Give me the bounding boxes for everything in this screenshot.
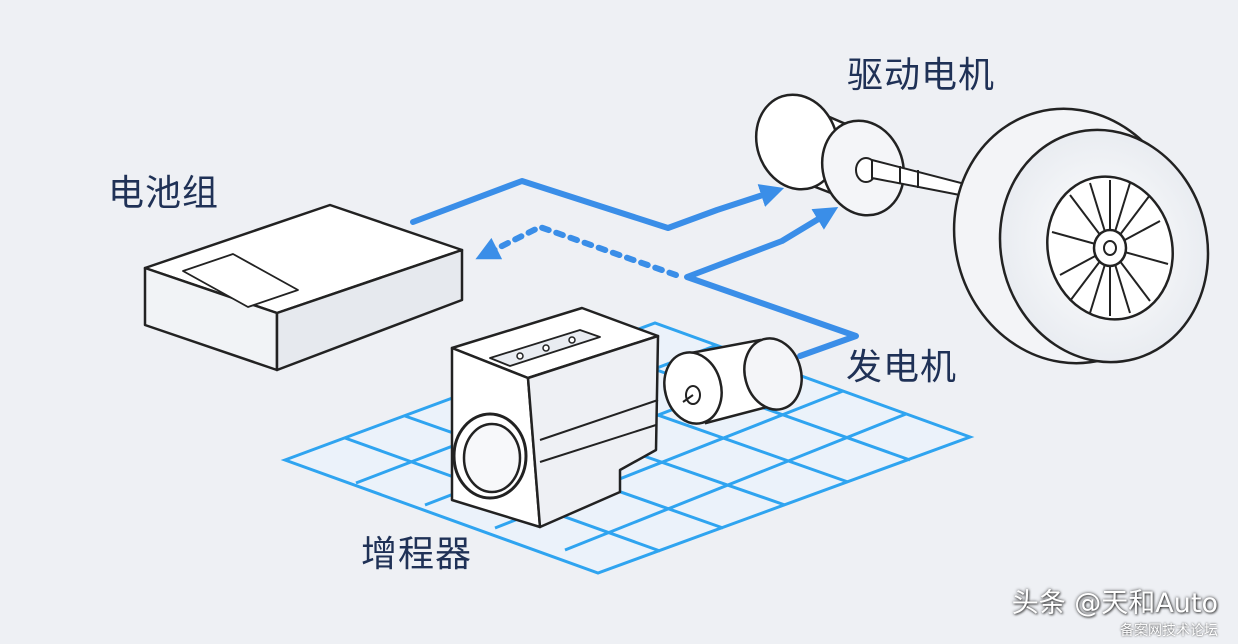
wheel-icon [952, 107, 1210, 365]
power-flow-lines [410, 178, 859, 359]
battery-to-motor-flow [410, 178, 785, 231]
range-extender-label: 增程器 [361, 534, 473, 575]
watermark-sub: 备案网技术论坛 [1120, 623, 1218, 639]
watermark: 头条 @天和Auto [1011, 588, 1218, 619]
generator-to-motor-flow [684, 207, 859, 359]
battery-pack-icon [143, 203, 464, 372]
drive-motor-icon [754, 93, 966, 217]
drive-motor-label: 驱动电机 [847, 55, 996, 96]
battery-pack-label: 电池组 [108, 173, 220, 214]
range-extender-engine-icon [450, 306, 660, 529]
generator-label: 发电机 [846, 347, 958, 388]
regen-to-battery-flow [475, 224, 679, 278]
generator-icon [663, 337, 803, 425]
